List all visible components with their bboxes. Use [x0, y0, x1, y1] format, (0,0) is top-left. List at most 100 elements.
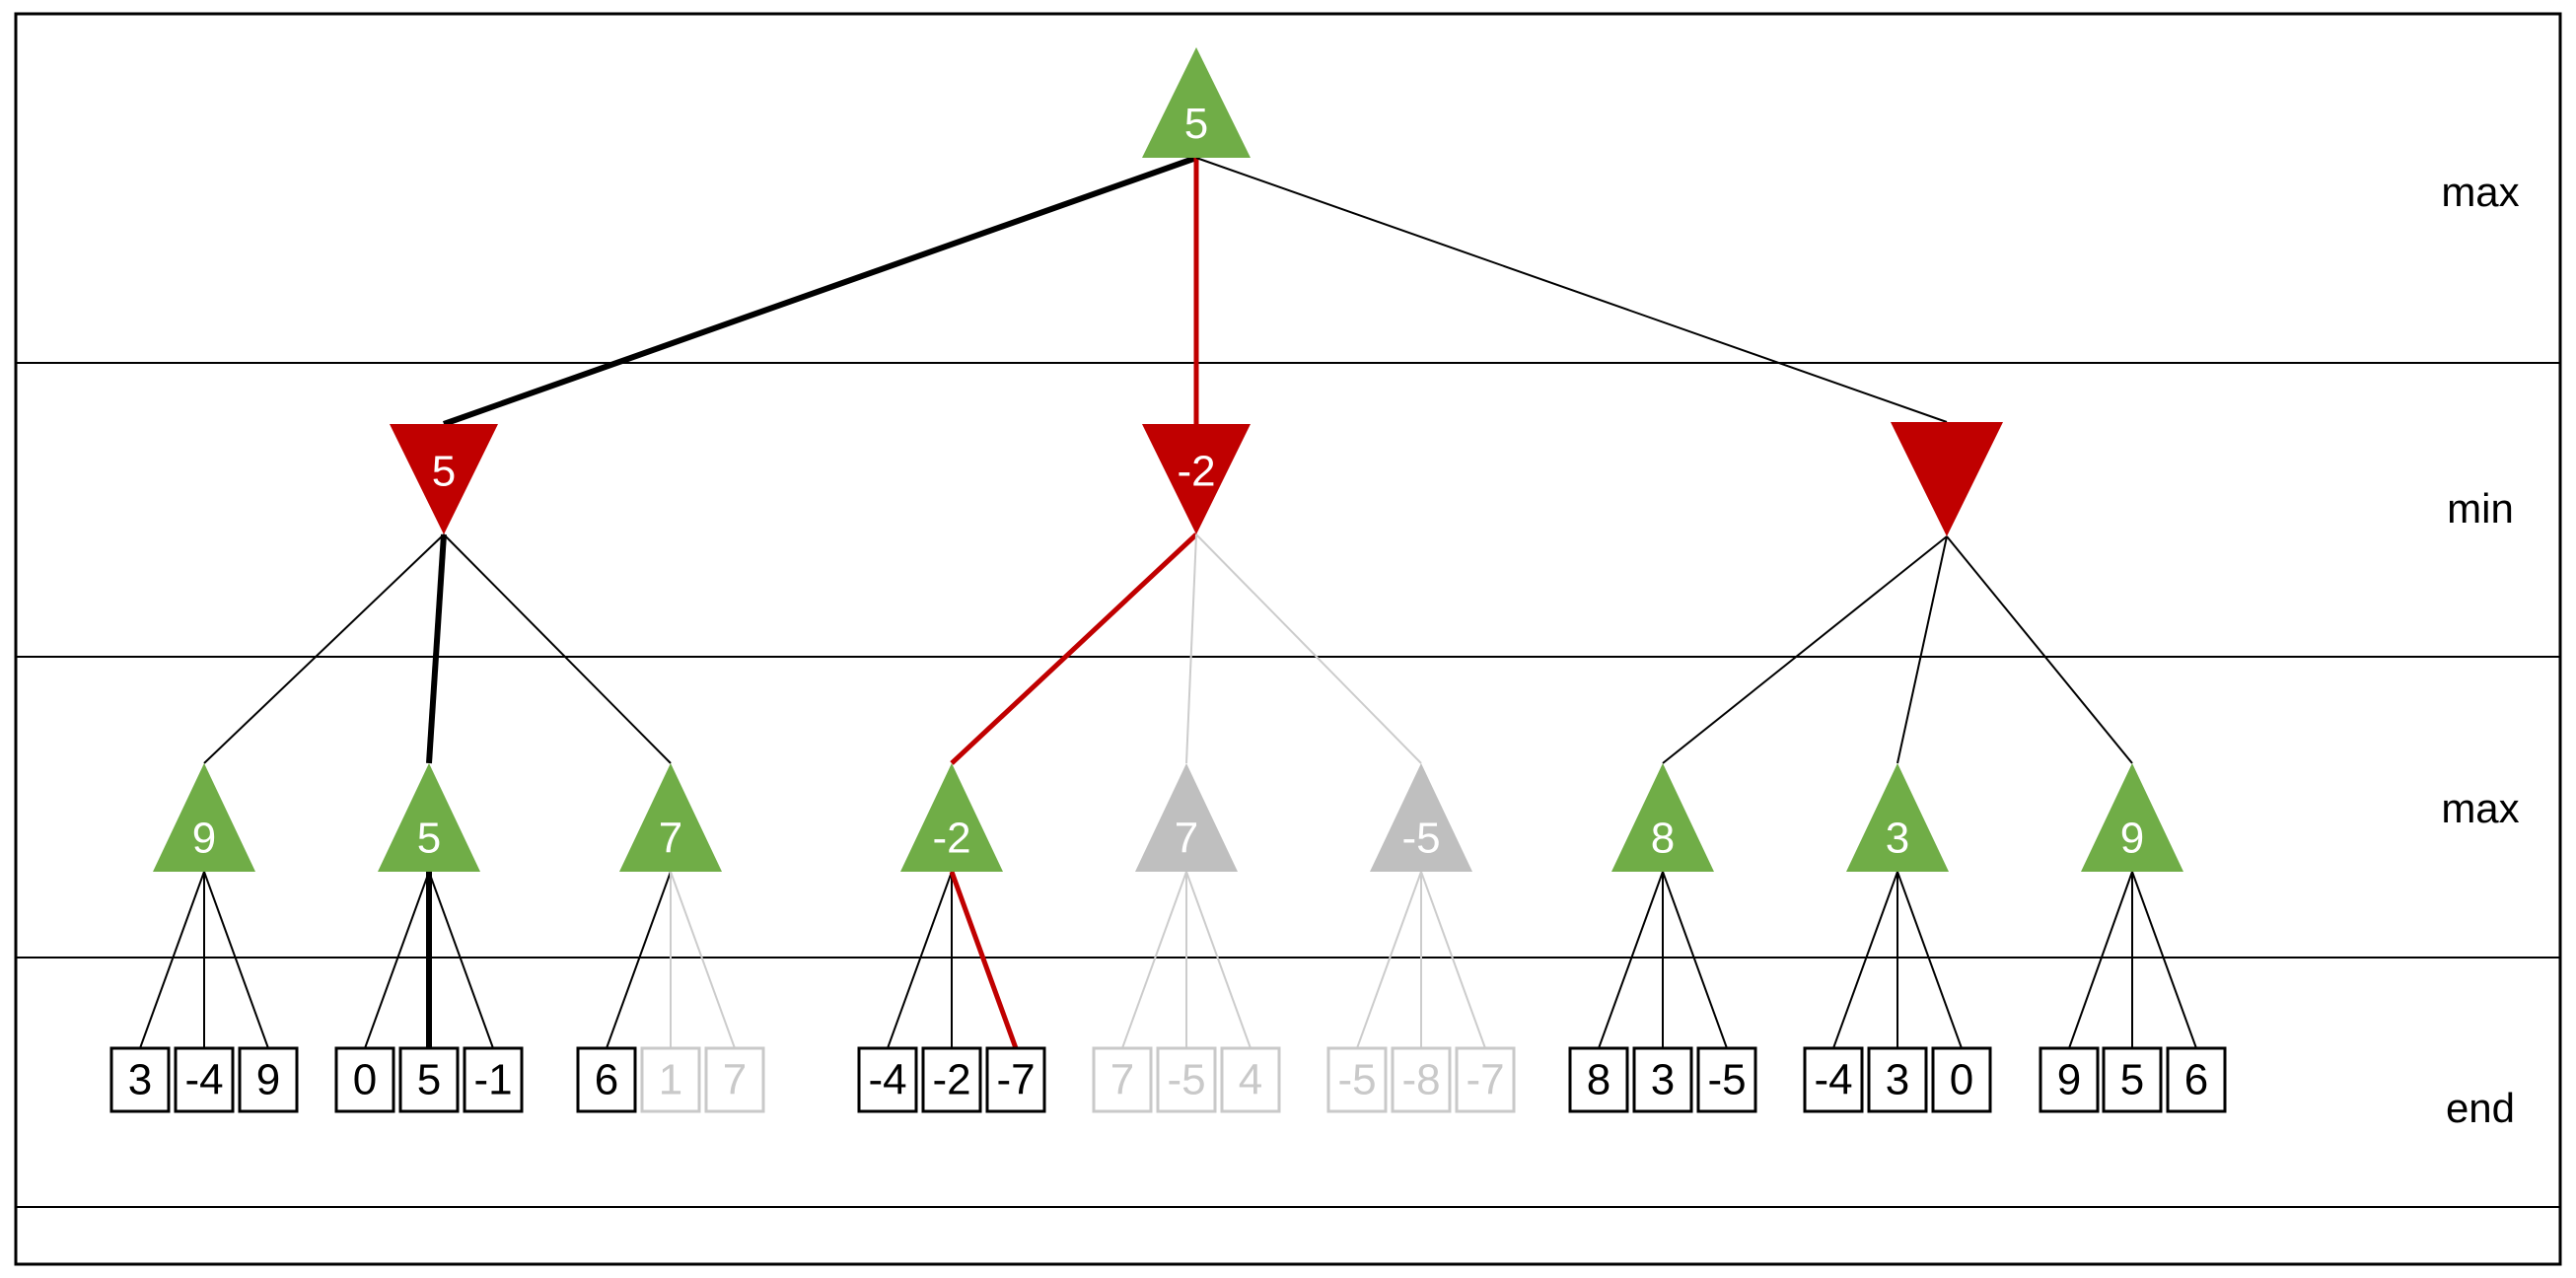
edge-max9-l25	[2068, 871, 2133, 1049]
leaf-box-l12	[985, 1046, 1046, 1113]
frame-border	[14, 12, 2562, 1266]
leaf-box-l23	[1867, 1046, 1928, 1113]
max-node-max8	[1846, 763, 1949, 872]
leaf-box-l9	[704, 1046, 765, 1113]
edge-max4-l10	[887, 871, 953, 1049]
edge-max3-l9	[670, 871, 736, 1049]
leaf-value-l13: 7	[1110, 1056, 1134, 1104]
max-node-max2	[378, 763, 480, 872]
edge-root-min1	[442, 155, 1198, 427]
leaf-value-l1: 3	[128, 1056, 152, 1104]
edge-min3-max9	[1946, 535, 2133, 764]
edge-min2-max5	[1185, 533, 1197, 764]
edge-min2-max6	[1195, 533, 1422, 764]
leaf-value-l10: -4	[868, 1056, 906, 1104]
max-node-max1	[153, 763, 255, 872]
max-node-max7	[1611, 763, 1714, 872]
row-label-max-top: max	[2441, 169, 2520, 215]
leaf-box-l13	[1092, 1046, 1153, 1113]
node-value-max7: 8	[1651, 814, 1675, 862]
leaf-value-l8: 1	[659, 1056, 682, 1104]
row-label-max-bottom: max	[2441, 785, 2520, 831]
leaf-box-l22	[1803, 1046, 1864, 1113]
leaf-box-l19	[1568, 1046, 1629, 1113]
leaf-box-l16	[1326, 1046, 1388, 1113]
max-node-max4	[900, 763, 1003, 872]
leaf-value-l18: -7	[1466, 1056, 1504, 1104]
leaf-value-l16: -5	[1337, 1056, 1376, 1104]
leaf-box-l20	[1632, 1046, 1693, 1113]
leaf-value-l14: -5	[1167, 1056, 1205, 1104]
leaf-box-l6	[463, 1046, 524, 1113]
edge-max6-l16	[1356, 871, 1422, 1049]
edge-max6-l18	[1420, 871, 1486, 1049]
leaf-box-l14	[1156, 1046, 1217, 1113]
node-value-max9: 9	[2120, 814, 2144, 862]
leaf-box-l18	[1455, 1046, 1516, 1113]
edge-min3-max7	[1662, 535, 1948, 764]
min-node-min3	[1891, 422, 2003, 536]
leaf-box-l21	[1696, 1046, 1757, 1113]
node-value-max5: 7	[1175, 814, 1198, 862]
edge-root-min3	[1195, 157, 1948, 423]
leaf-box-l4	[334, 1046, 395, 1113]
leaf-value-l6: -1	[473, 1056, 512, 1104]
edge-max1-l3	[203, 871, 269, 1049]
edge-max1-l1	[139, 871, 205, 1049]
leaf-value-l2: -4	[184, 1056, 223, 1104]
leaf-box-l24	[1931, 1046, 1992, 1113]
leaf-value-l24: 0	[1950, 1056, 1973, 1104]
leaf-value-l17: -8	[1401, 1056, 1440, 1104]
leaf-box-l10	[857, 1046, 918, 1113]
leaf-value-l3: 9	[256, 1056, 280, 1104]
edge-max9-l27	[2131, 871, 2197, 1049]
leaf-value-l21: -5	[1707, 1056, 1746, 1104]
min-node-min2	[1142, 424, 1251, 534]
edge-min3-max8	[1896, 535, 1948, 764]
min-node-min1	[390, 424, 498, 534]
leaf-value-l12: -7	[996, 1056, 1035, 1104]
leaf-box-l5	[398, 1046, 460, 1113]
leaf-value-l19: 8	[1587, 1056, 1610, 1104]
row-label-min: min	[2447, 485, 2514, 532]
max-node-root	[1142, 47, 1251, 158]
row-label-end: end	[2445, 1085, 2516, 1131]
node-value-max2: 5	[417, 814, 441, 862]
node-value-max8: 3	[1886, 814, 1909, 862]
leaf-box-l17	[1391, 1046, 1452, 1113]
leaf-box-l27	[2166, 1046, 2227, 1113]
max-node-max3	[619, 763, 722, 872]
edge-max5-l15	[1185, 871, 1252, 1049]
leaf-value-l7: 6	[595, 1056, 618, 1104]
leaf-box-l26	[2102, 1046, 2163, 1113]
leaf-box-l25	[2039, 1046, 2100, 1113]
edge-max3-l7	[606, 871, 672, 1049]
node-value-root: 5	[1184, 100, 1208, 148]
leaf-value-l20: 3	[1651, 1056, 1675, 1104]
leaf-value-l22: -4	[1814, 1056, 1852, 1104]
node-value-max4: -2	[932, 814, 970, 862]
edge-max8-l24	[1896, 871, 1963, 1049]
edge-min1-max2	[426, 533, 447, 764]
edge-max2-l4	[364, 871, 430, 1049]
leaf-box-l2	[174, 1046, 235, 1113]
node-value-min1: 5	[432, 448, 456, 496]
leaf-value-l4: 0	[353, 1056, 377, 1104]
leaf-box-l3	[238, 1046, 299, 1113]
edge-min1-max3	[443, 533, 672, 764]
edge-max5-l13	[1121, 871, 1187, 1049]
node-value-min2: -2	[1177, 448, 1215, 496]
leaf-value-l25: 9	[2057, 1056, 2081, 1104]
edge-max2-l6	[428, 871, 494, 1049]
leaf-value-l5: 5	[417, 1056, 441, 1104]
leaf-value-l9: 7	[723, 1056, 747, 1104]
leaf-box-l8	[640, 1046, 701, 1113]
node-value-max6: -5	[1401, 814, 1440, 862]
node-value-max1: 9	[192, 814, 216, 862]
leaf-box-l15	[1220, 1046, 1281, 1113]
leaf-value-l23: 3	[1886, 1056, 1909, 1104]
node-value-max3: 7	[659, 814, 682, 862]
max-node-max5	[1135, 763, 1238, 872]
edge-max8-l22	[1832, 871, 1898, 1049]
edge-max7-l21	[1662, 871, 1728, 1049]
